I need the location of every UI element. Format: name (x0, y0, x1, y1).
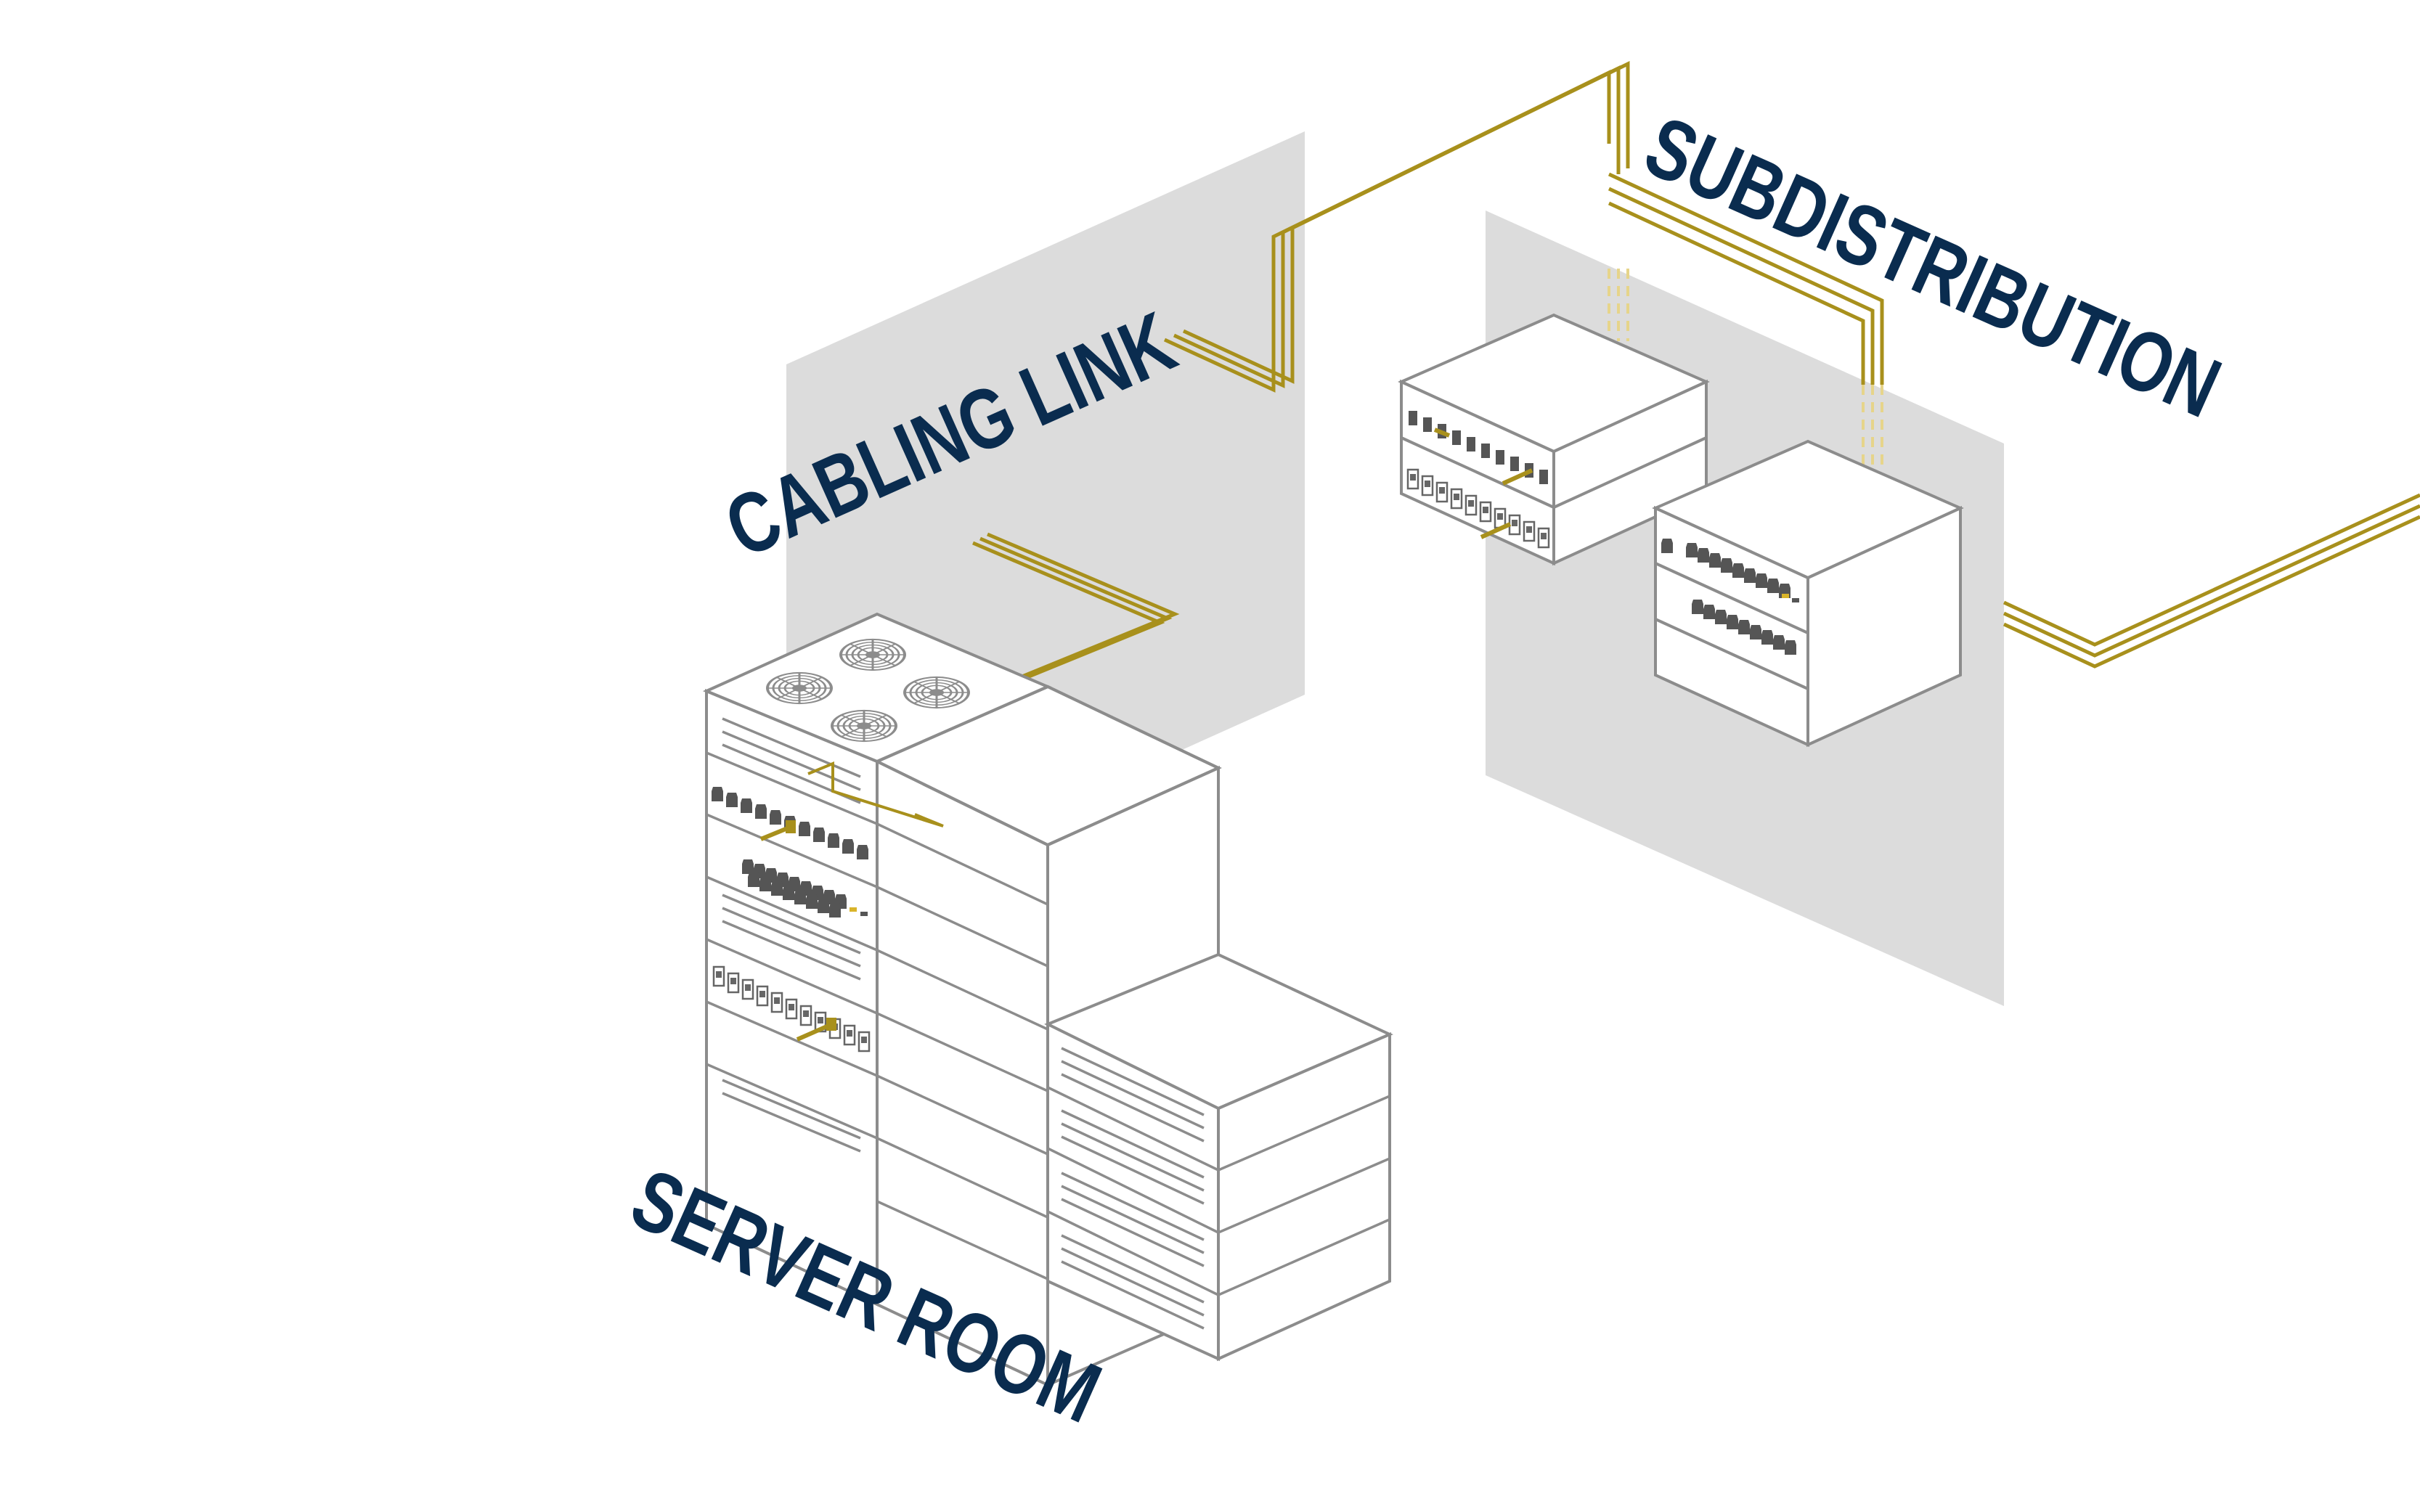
fan-icon (903, 675, 970, 710)
subdistribution-cabinet-right (1652, 439, 1964, 748)
rj45-port-icon (1661, 539, 1799, 655)
fan-icon (831, 708, 897, 743)
fan-icon (766, 671, 833, 706)
fan-icon (839, 637, 906, 672)
rack-units-right (1047, 1047, 1390, 1330)
rack-units-left (706, 717, 878, 1153)
patch-cable-icon (1433, 428, 1533, 539)
jumper-cable (807, 761, 944, 827)
rack-units-middle (876, 822, 1048, 1280)
rj45-port-icon (742, 859, 868, 918)
cable-bundle (972, 60, 2420, 690)
cable-dashed-drop (1608, 269, 1883, 472)
